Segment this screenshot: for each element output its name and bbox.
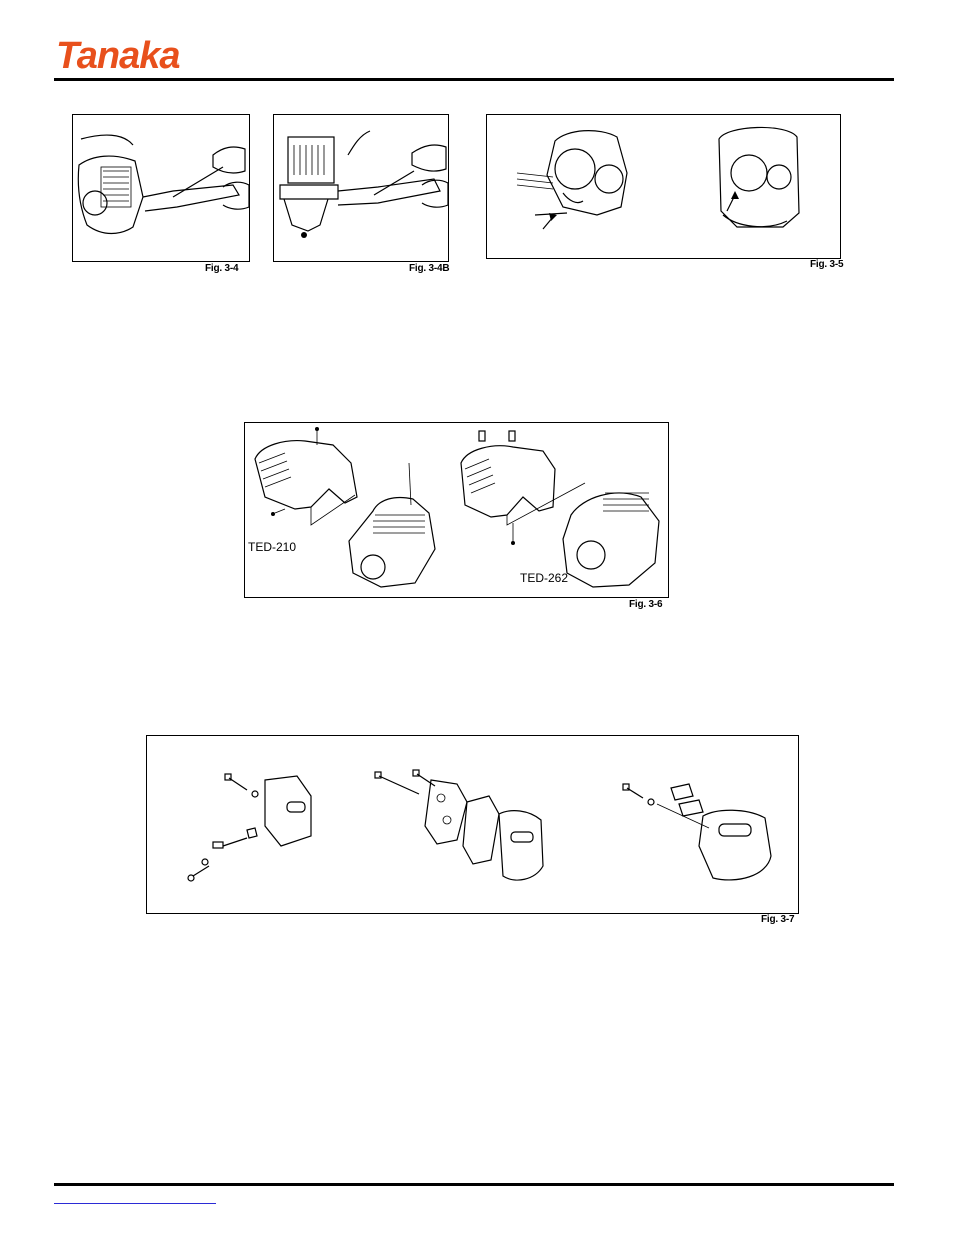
figure-3-7	[146, 735, 799, 914]
model-label-ted-262: TED-262	[520, 571, 568, 585]
caption-fig-3-4: Fig. 3-4	[205, 263, 238, 274]
caption-fig-3-7: Fig. 3-7	[761, 914, 794, 925]
trimmer-handle-alt-illustration	[274, 115, 448, 261]
tanaka-logo: Tanaka ®	[54, 30, 184, 74]
model-label-ted-210: TED-210	[248, 540, 296, 554]
svg-text:®: ®	[174, 62, 180, 70]
figure-3-5	[486, 114, 841, 259]
figure-3-4b	[273, 114, 449, 262]
cylinder-cover-illustration	[245, 423, 668, 597]
caption-fig-3-5: Fig. 3-5	[810, 259, 843, 270]
trimmer-handle-illustration	[73, 115, 249, 261]
engine-ground-illustration	[487, 115, 840, 258]
caption-fig-3-4b: Fig. 3-4B	[409, 263, 449, 274]
muffler-exploded-illustration	[147, 736, 798, 913]
figure-3-6	[244, 422, 669, 598]
footer-rule	[54, 1183, 894, 1186]
caption-fig-3-6: Fig. 3-6	[629, 599, 662, 610]
footer-link[interactable]	[54, 1203, 216, 1204]
brand-text: Tanaka	[56, 35, 180, 74]
header-rule	[54, 78, 894, 81]
figure-3-4	[72, 114, 250, 262]
